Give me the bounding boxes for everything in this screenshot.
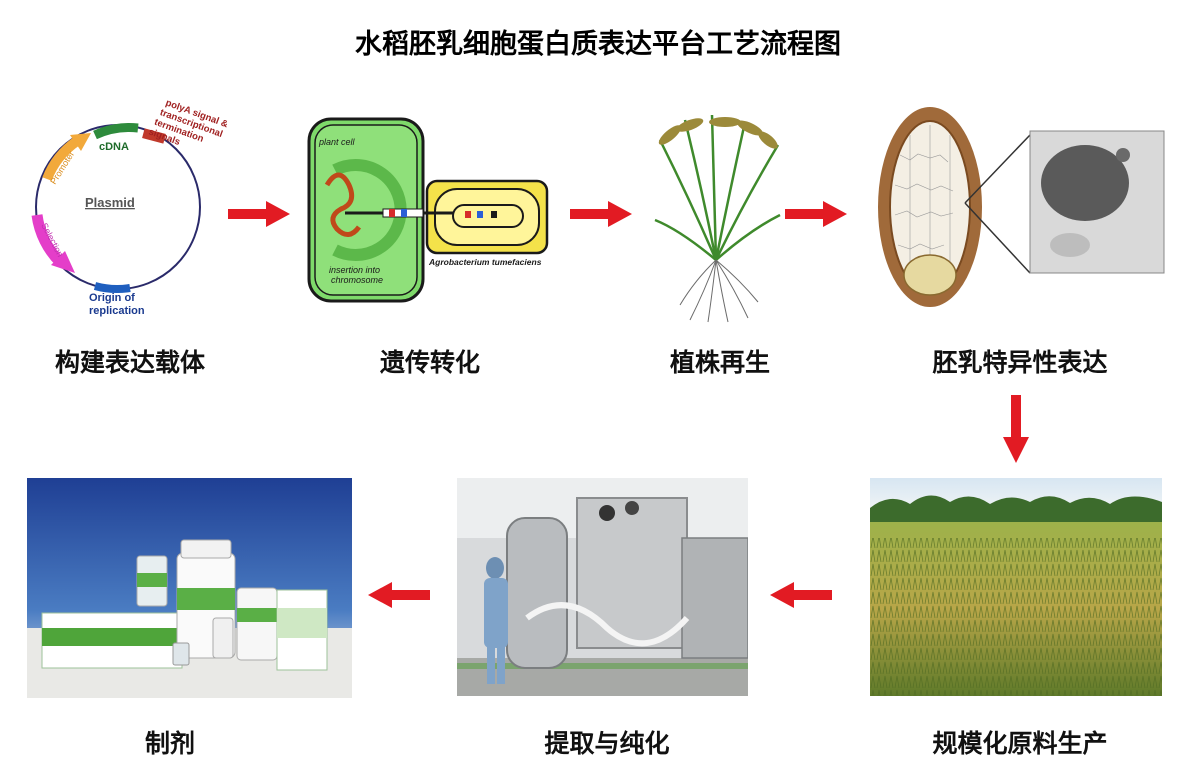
plant-cell-label: plant cell [318,137,356,147]
arrow-down [1003,395,1029,463]
step-label-purification: 提取与纯化 [544,729,670,758]
rice-field-photo [870,478,1162,696]
rice-plant-image [650,110,785,325]
arrow-right-3 [785,201,847,227]
insertion-label-2: chromosome [331,275,383,285]
step-label-endosperm-expression: 胚乳特异性表达 [932,348,1108,377]
product-packaging-photo [27,478,352,698]
step-label-regeneration: 植株再生 [669,348,770,377]
endosperm-seed-image [865,95,1165,325]
arrow-right-1 [228,201,290,227]
plasmid-diagram: cDNA Plasmid polyA signal & transcriptio… [15,95,250,325]
cdna-segment [93,123,139,140]
step-label-formulation: 制剂 [144,729,195,758]
arrow-left-1 [770,582,832,608]
arrow-left-2 [368,582,430,608]
step-label-transformation: 遗传转化 [379,348,480,377]
origin-label-2: replication [89,305,145,317]
cdna-label: cDNA [99,141,129,153]
origin-label-1: Origin of [89,292,135,304]
purification-facility-photo [457,478,748,696]
plasmid-name: Plasmid [85,195,135,210]
transformation-diagram: plant cell insertion into chromosome Agr… [305,115,553,305]
agrobacterium-label: Agrobacterium tumefaciens [428,257,542,267]
step-label-scale-production: 规模化原料生产 [932,729,1108,758]
arrow-right-2 [570,201,632,227]
page-title: 水稻胚乳细胞蛋白质表达平台工艺流程图 [355,29,841,60]
step-label-build-vector: 构建表达载体 [54,348,205,377]
insertion-label-1: insertion into [329,265,380,275]
